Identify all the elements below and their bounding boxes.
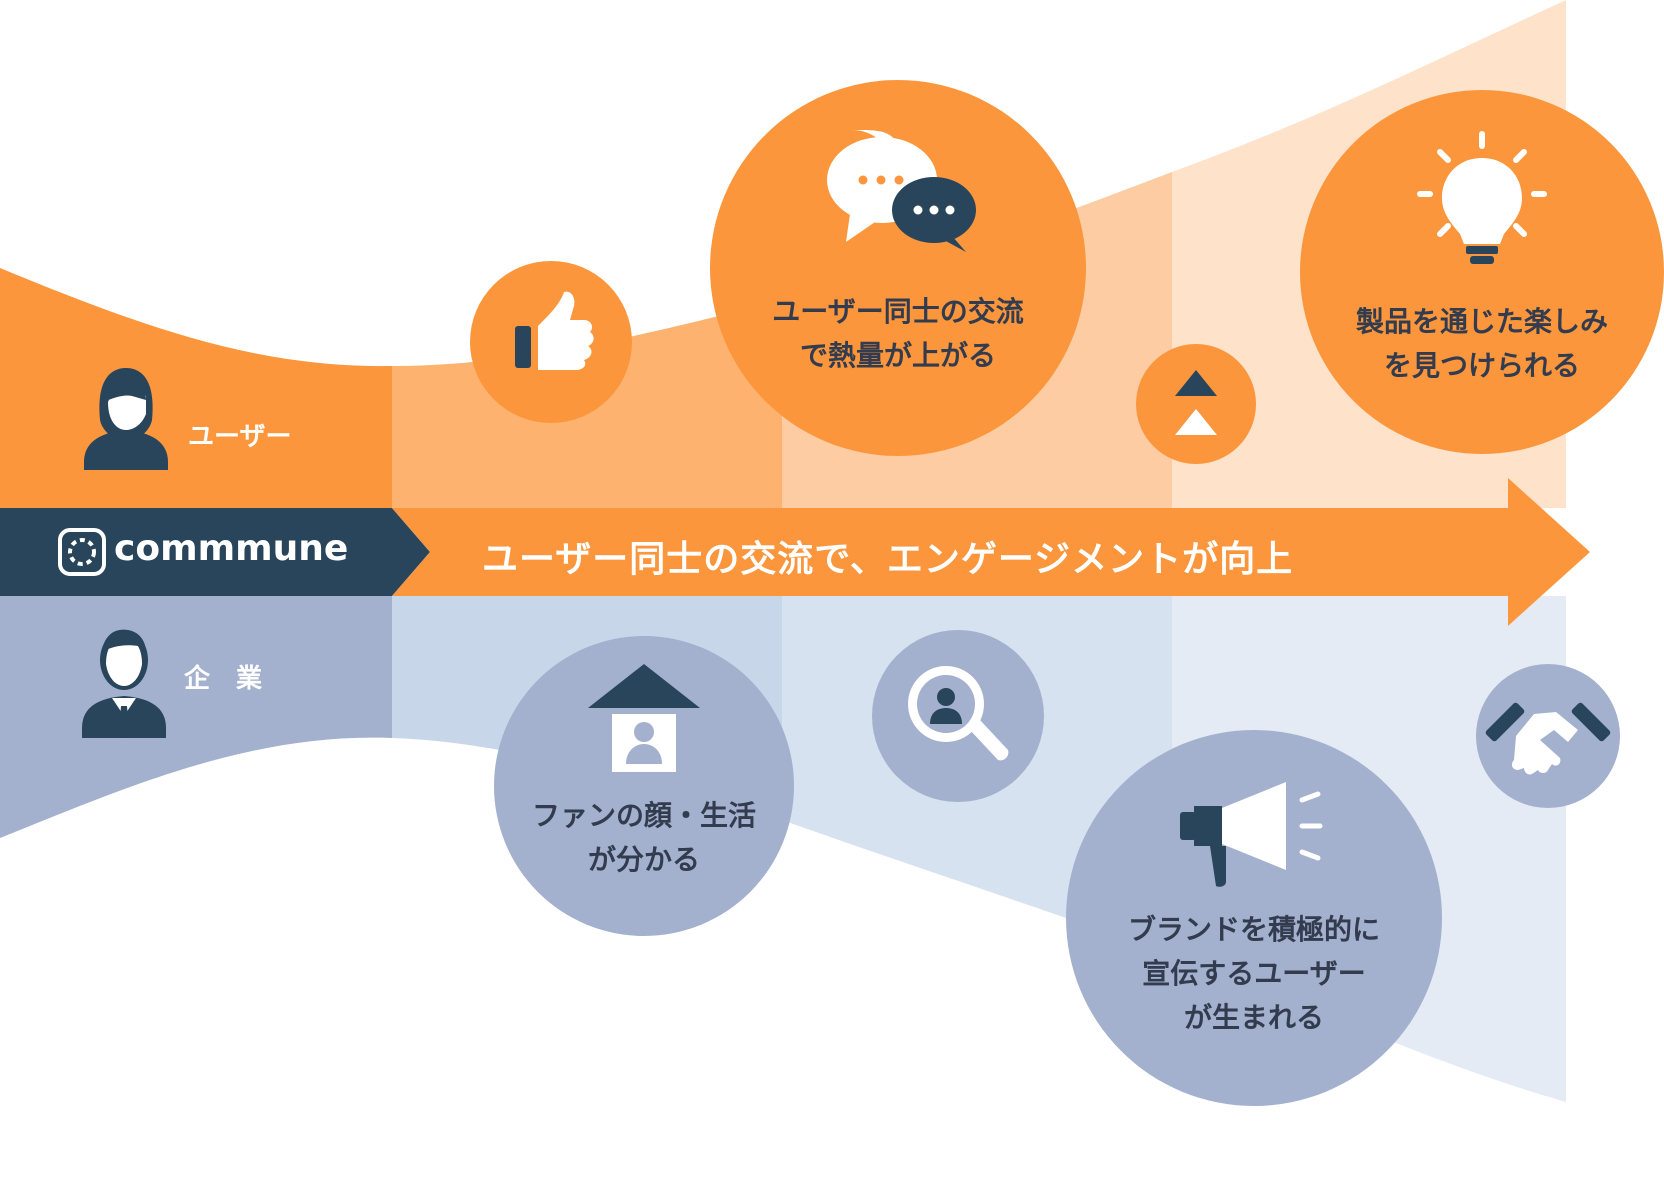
up-arrow-circle	[1136, 344, 1256, 464]
fun-text: 製品を通じた楽しみ を見つけられる	[1312, 300, 1652, 388]
promote-text-line-3: が生まれる	[1183, 1001, 1324, 1034]
exchange-text-line-1: ユーザー同士の交流	[772, 295, 1024, 328]
chat-bubbles-icon	[827, 130, 976, 252]
businessman-icon	[82, 629, 166, 738]
fun-text-line-2: を見つけられる	[1383, 349, 1580, 382]
magnifier-person-icon	[908, 666, 1009, 761]
thumbs-up-icon	[515, 291, 594, 370]
megaphone-icon	[1180, 782, 1323, 887]
user-woman-icon	[84, 368, 168, 470]
promote-text-line-1: ブランドを積極的に	[1127, 913, 1380, 946]
user-band-1	[0, 268, 392, 508]
fun-text-line-1: 製品を通じた楽しみ	[1355, 305, 1608, 338]
handshake-circle	[1476, 664, 1620, 808]
fans-text: ファンの顔・生活 が分かる	[504, 794, 784, 882]
exchange-text: ユーザー同士の交流 で熱量が上がる	[728, 290, 1068, 378]
engagement-message: ユーザー同士の交流で、エンゲージメントが向上	[482, 539, 1294, 580]
brand-chevron	[0, 508, 430, 596]
promote-text-line-2: 宣伝するユーザー	[1142, 957, 1366, 990]
engagement-arrow	[392, 478, 1590, 626]
exchange-text-line-2: で熱量が上がる	[799, 339, 996, 372]
fans-circle	[494, 636, 794, 936]
company-lane-label: 企 業	[184, 664, 263, 694]
exchange-circle	[710, 80, 1086, 456]
handshake-icon	[1485, 702, 1611, 775]
house-profile-icon	[588, 664, 700, 772]
promote-text: ブランドを積極的に 宣伝するユーザー が生まれる	[1094, 908, 1414, 1040]
company-band-1	[0, 596, 392, 838]
fun-circle	[1300, 90, 1664, 454]
double-up-arrow-icon	[1175, 370, 1217, 435]
fans-text-line-2: が分かる	[587, 843, 700, 876]
promote-circle	[1066, 730, 1442, 1106]
fans-text-line-1: ファンの顔・生活	[531, 799, 756, 832]
user-lane-label: ユーザー	[188, 422, 292, 452]
lightbulb-icon	[1417, 131, 1547, 264]
commmune-logo-icon	[58, 528, 106, 576]
brand-name: commmune	[114, 528, 349, 569]
